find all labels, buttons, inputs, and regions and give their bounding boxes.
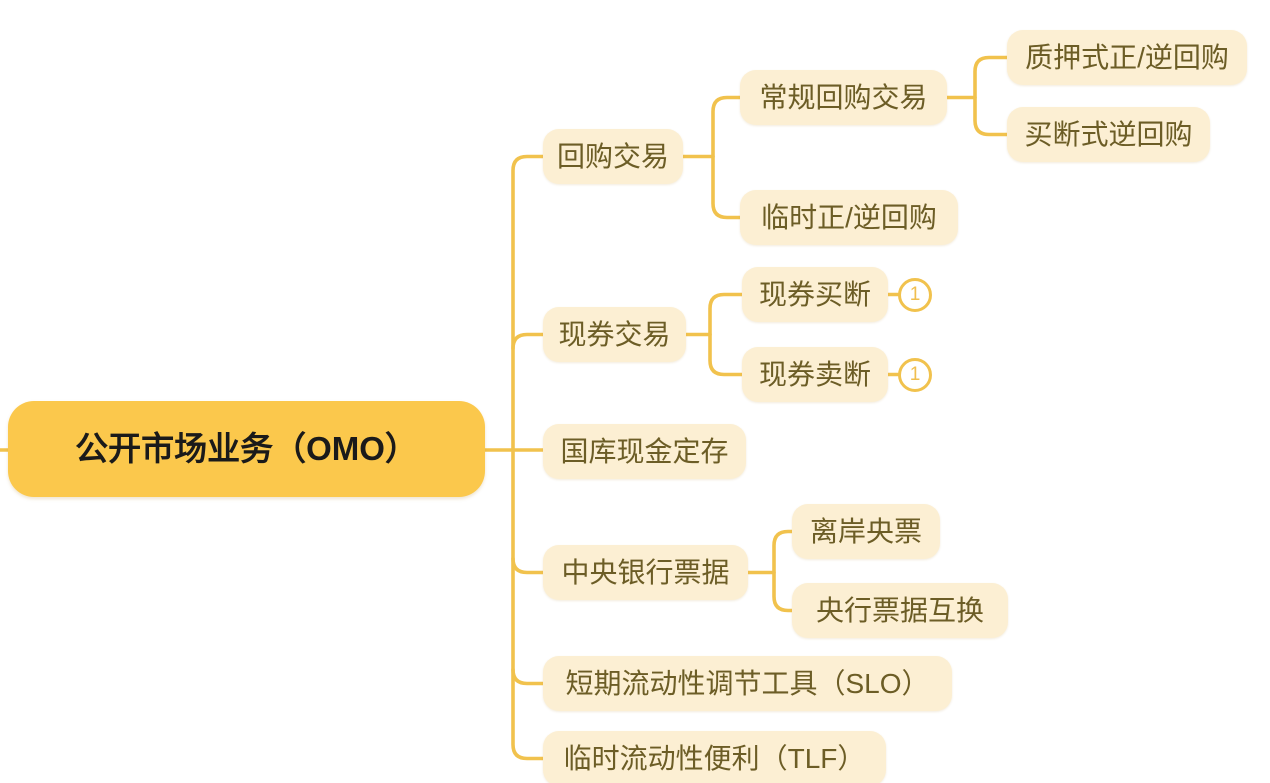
node-temporary-repo[interactable]: 临时正/逆回购 — [740, 190, 958, 245]
node-treasury-cash-deposit[interactable]: 国库现金定存 — [543, 424, 746, 479]
node-slo[interactable]: 短期流动性调节工具（SLO） — [543, 656, 952, 711]
edge-cb-bills-trunk — [772, 529, 794, 613]
node-omo-root[interactable]: 公开市场业务（OMO） — [8, 401, 485, 497]
edge-repo-trunk — [711, 95, 742, 220]
node-cash-bond-sale[interactable]: 现券卖断 — [742, 347, 888, 402]
node-cash-bond-purchase[interactable]: 现券买断 — [742, 267, 888, 322]
node-offshore-cb-bills[interactable]: 离岸央票 — [792, 504, 940, 559]
node-regular-repo[interactable]: 常规回购交易 — [740, 70, 947, 125]
node-pledged-repo[interactable]: 质押式正/逆回购 — [1007, 30, 1247, 85]
edge-stub-slo — [511, 667, 545, 686]
node-repo-transactions[interactable]: 回购交易 — [543, 129, 683, 184]
node-outright-reverse-repo[interactable]: 买断式逆回购 — [1007, 107, 1210, 162]
node-cash-bond-trading[interactable]: 现券交易 — [543, 307, 686, 362]
note-badge-cash-bond-purchase[interactable]: 1 — [898, 277, 932, 312]
note-badge-cash-bond-sale[interactable]: 1 — [898, 357, 932, 392]
node-central-bank-bills[interactable]: 中央银行票据 — [543, 545, 748, 600]
edge-stub-cb-bills — [511, 556, 545, 575]
node-cb-bill-swap[interactable]: 央行票据互换 — [792, 583, 1008, 638]
edge-cash-bond-trunk — [708, 292, 744, 377]
node-tlf[interactable]: 临时流动性便利（TLF） — [543, 731, 886, 783]
edge-regular-repo-trunk — [973, 55, 1009, 137]
edge-main-trunk — [511, 154, 545, 761]
edge-stub-cash-bond — [511, 332, 545, 351]
